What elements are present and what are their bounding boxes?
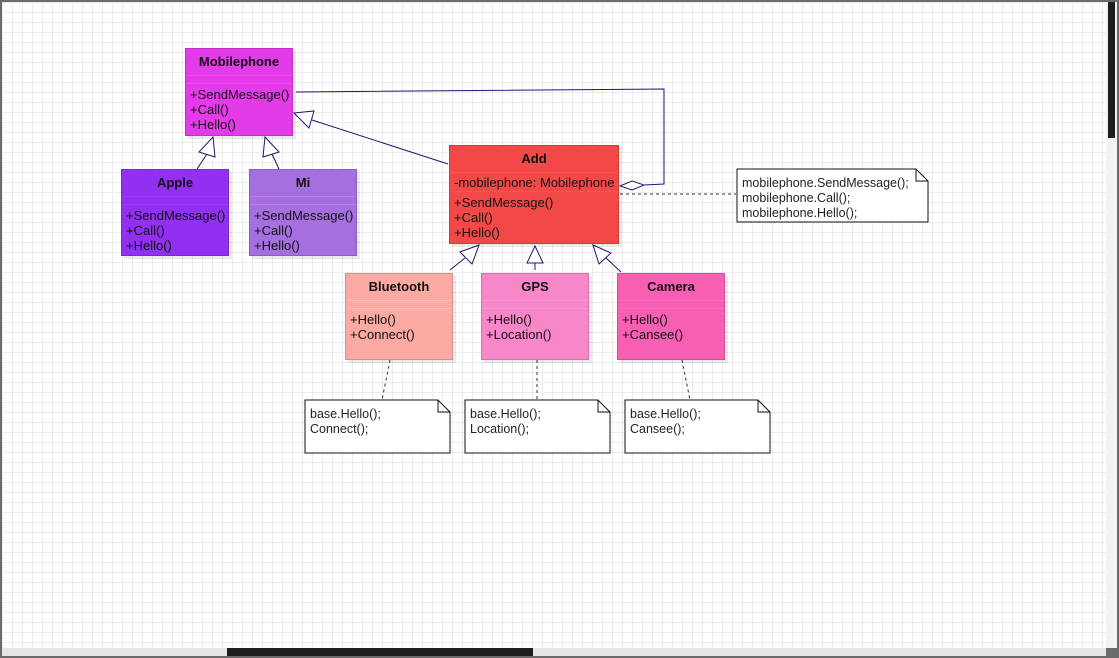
class-divider bbox=[450, 191, 618, 192]
class-attributes bbox=[346, 301, 452, 308]
horizontal-scrollbar[interactable] bbox=[2, 648, 1106, 656]
class-gps[interactable]: GPS +Hello()+Location() bbox=[481, 273, 589, 360]
class-divider bbox=[250, 196, 356, 197]
class-operations: +Hello()+Connect() bbox=[346, 309, 452, 342]
operation-item: +Hello() bbox=[350, 312, 396, 327]
class-operations: +SendMessage()+Call()+Hello() bbox=[186, 84, 292, 132]
note-camera[interactable]: base.Hello();Cansee(); bbox=[625, 403, 765, 453]
generalization-arrowhead bbox=[262, 135, 280, 158]
class-operations: +Hello()+Location() bbox=[482, 309, 588, 342]
class-name: Bluetooth bbox=[368, 279, 430, 294]
generalization-apple-mobilephone bbox=[196, 153, 208, 170]
class-operations: +SendMessage()+Call()+Hello() bbox=[250, 205, 356, 253]
generalization-arrowhead bbox=[292, 110, 315, 129]
class-name: Camera bbox=[647, 279, 695, 294]
note-bluetooth[interactable]: base.Hello();Connect(); bbox=[305, 403, 445, 453]
class-divider bbox=[618, 300, 724, 301]
class-operations: +Hello()+Cansee() bbox=[618, 309, 724, 342]
note-line: Connect(); bbox=[310, 422, 369, 436]
operation-item: +SendMessage() bbox=[254, 208, 354, 223]
class-camera[interactable]: Camera +Hello()+Cansee() bbox=[617, 273, 725, 360]
class-operations: +SendMessage()+Call()+Hello() bbox=[122, 205, 228, 253]
note-shape-add bbox=[736, 168, 929, 223]
operation-item: +SendMessage() bbox=[126, 208, 226, 223]
generalization-camera-add bbox=[605, 257, 622, 273]
operation-item: +Hello() bbox=[254, 238, 300, 253]
class-attributes bbox=[186, 76, 292, 83]
note-line: mobilephone.SendMessage(); bbox=[742, 176, 909, 190]
note-shape-gps bbox=[464, 399, 611, 454]
attribute-item: -mobilephone: Mobilephone bbox=[454, 175, 615, 190]
class-attributes bbox=[482, 301, 588, 308]
note-line: base.Hello(); bbox=[470, 407, 541, 421]
note-line: mobilephone.Hello(); bbox=[742, 206, 858, 220]
vertical-scrollbar-thumb[interactable] bbox=[1108, 2, 1115, 138]
class-attributes bbox=[122, 197, 228, 204]
class-divider bbox=[346, 300, 452, 301]
class-add[interactable]: Add -mobilephone: Mobilephone +SendMessage… bbox=[449, 145, 619, 244]
note-gps[interactable]: base.Hello();Location(); bbox=[465, 403, 605, 453]
vertical-scrollbar[interactable] bbox=[1106, 2, 1117, 648]
operation-item: +Call() bbox=[190, 102, 229, 117]
generalization-mi-mobilephone bbox=[271, 153, 280, 170]
class-operations: +SendMessage()+Call()+Hello() bbox=[450, 192, 618, 240]
operation-item: +Call() bbox=[254, 223, 293, 238]
class-name: Apple bbox=[156, 175, 194, 190]
note-line: Location(); bbox=[470, 422, 530, 436]
class-mi[interactable]: Mi +SendMessage()+Call()+Hello() bbox=[249, 169, 357, 256]
operation-item: +Hello() bbox=[486, 312, 532, 327]
class-divider bbox=[186, 83, 292, 84]
class-name: Mi bbox=[295, 175, 311, 190]
aggregation-diamond bbox=[618, 180, 646, 191]
note-line: base.Hello(); bbox=[630, 407, 701, 421]
class-divider bbox=[346, 308, 452, 309]
class-attributes bbox=[618, 301, 724, 308]
operation-item: +Hello() bbox=[454, 225, 500, 240]
note-add[interactable]: mobilephone.SendMessage();mobilephone.Ca… bbox=[737, 172, 922, 222]
horizontal-scrollbar-thumb[interactable] bbox=[227, 648, 533, 656]
class-divider bbox=[482, 300, 588, 301]
operation-item: +Hello() bbox=[126, 238, 172, 253]
note-shape-bluetooth bbox=[304, 399, 451, 454]
generalization-arrowhead bbox=[459, 244, 480, 265]
note-line: base.Hello(); bbox=[310, 407, 381, 421]
class-divider bbox=[122, 204, 228, 205]
class-divider bbox=[250, 204, 356, 205]
class-divider bbox=[618, 308, 724, 309]
class-divider bbox=[122, 196, 228, 197]
generalization-arrowhead bbox=[198, 135, 216, 158]
generalization-arrowhead bbox=[592, 244, 612, 265]
class-name: Add bbox=[521, 151, 547, 166]
relationship-lines bbox=[196, 88, 929, 454]
aggregation-add-mobilephone bbox=[295, 88, 665, 186]
generalization-add-mobilephone bbox=[311, 119, 449, 165]
operation-item: +Call() bbox=[126, 223, 165, 238]
operation-item: +SendMessage() bbox=[190, 87, 290, 102]
operation-item: +Location() bbox=[486, 327, 552, 342]
class-name: Mobilephone bbox=[198, 54, 280, 69]
class-attributes: -mobilephone: Mobilephone bbox=[450, 173, 618, 191]
class-bluetooth[interactable]: Bluetooth +Hello()+Connect() bbox=[345, 273, 453, 360]
class-divider bbox=[482, 308, 588, 309]
class-attributes bbox=[250, 197, 356, 204]
note-link-camera bbox=[681, 359, 691, 401]
note-line: Cansee(); bbox=[630, 422, 685, 436]
class-divider bbox=[450, 172, 618, 173]
class-mobilephone[interactable]: Mobilephone +SendMessage()+Call()+Hello() bbox=[185, 48, 293, 136]
operation-item: +SendMessage() bbox=[454, 195, 554, 210]
operation-item: +Hello() bbox=[622, 312, 668, 327]
generalization-bluetooth-add bbox=[449, 257, 466, 271]
operation-item: +Call() bbox=[454, 210, 493, 225]
note-line: mobilephone.Call(); bbox=[742, 191, 851, 205]
operation-item: +Cansee() bbox=[622, 327, 684, 342]
diagram-canvas[interactable]: Mobilephone+SendMessage()+Call()+Hello()… bbox=[2, 2, 1106, 648]
note-link-bluetooth bbox=[381, 359, 391, 401]
class-apple[interactable]: Apple +SendMessage()+Call()+Hello() bbox=[121, 169, 229, 256]
class-name: GPS bbox=[521, 279, 549, 294]
operation-item: +Connect() bbox=[350, 327, 415, 342]
note-shape-camera bbox=[624, 399, 771, 454]
class-divider bbox=[186, 75, 292, 76]
operation-item: +Hello() bbox=[190, 117, 236, 132]
generalization-arrowhead bbox=[526, 244, 544, 264]
